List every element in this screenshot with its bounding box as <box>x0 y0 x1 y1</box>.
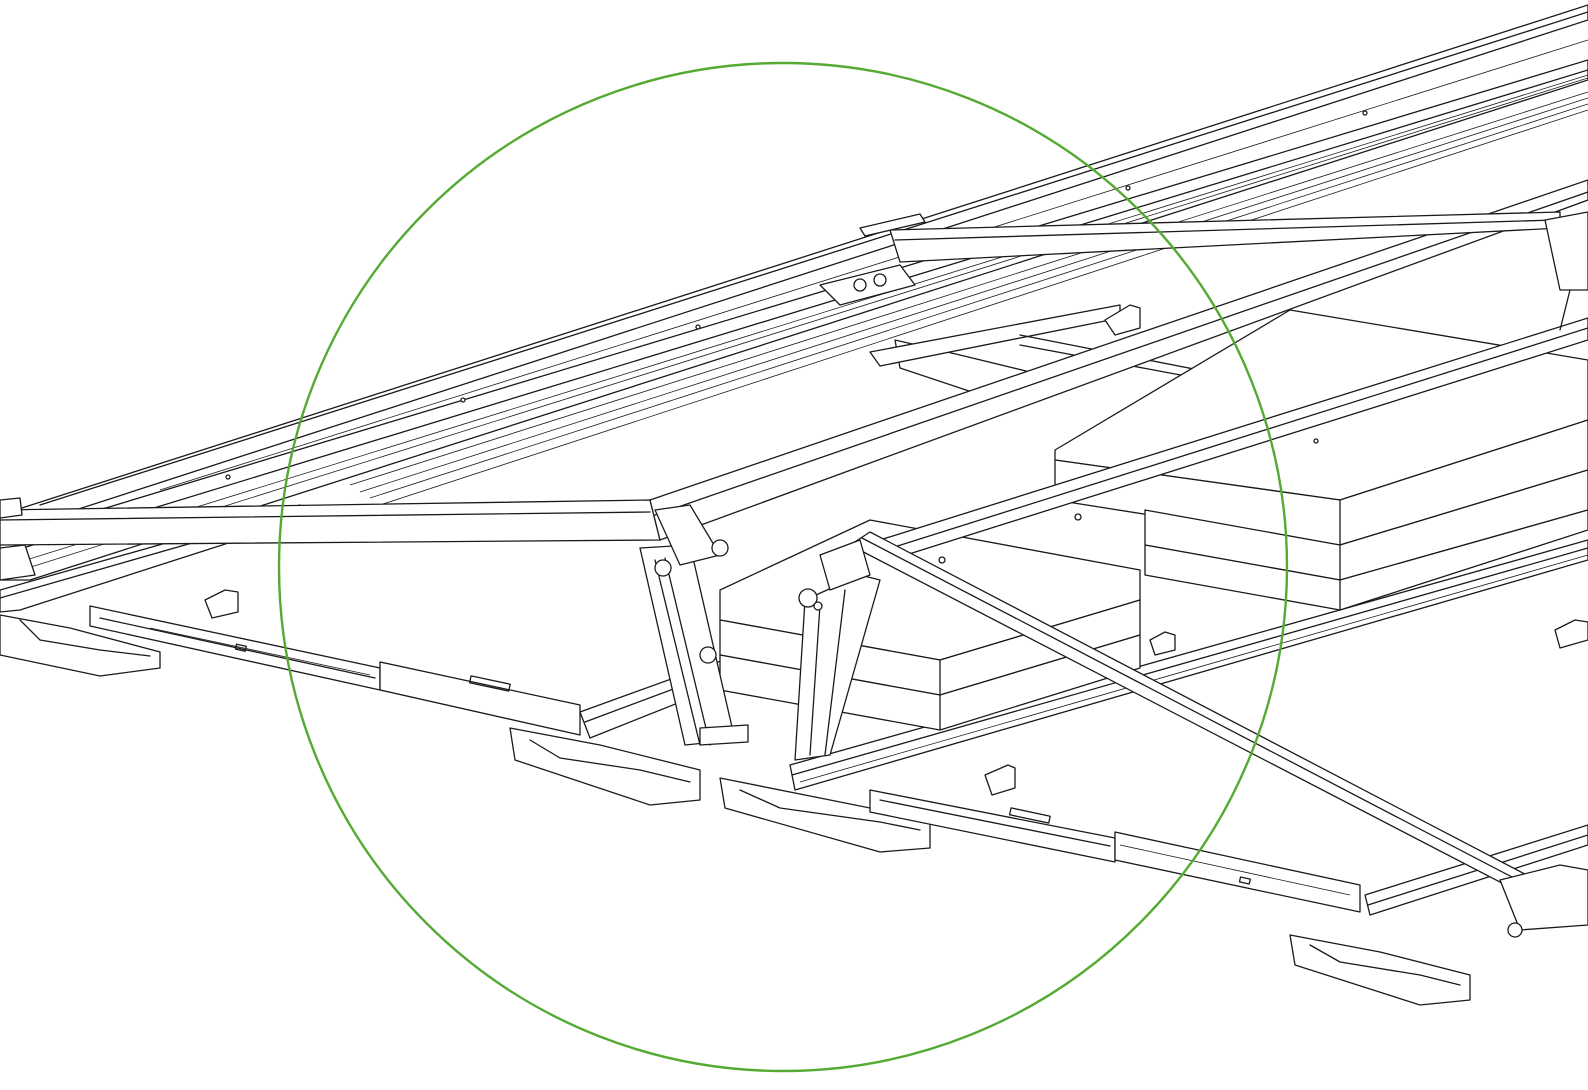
lower-rail <box>89 605 1361 913</box>
support-bracket-edge <box>1499 211 1588 938</box>
rail-tabs <box>204 110 1588 796</box>
support-bracket-right <box>794 539 881 761</box>
module-frame-front <box>0 179 1588 561</box>
module-frame-upper <box>0 4 1588 581</box>
support-bracket-left <box>639 504 749 746</box>
clamps <box>0 213 926 581</box>
highlight-circle <box>277 61 1289 1073</box>
